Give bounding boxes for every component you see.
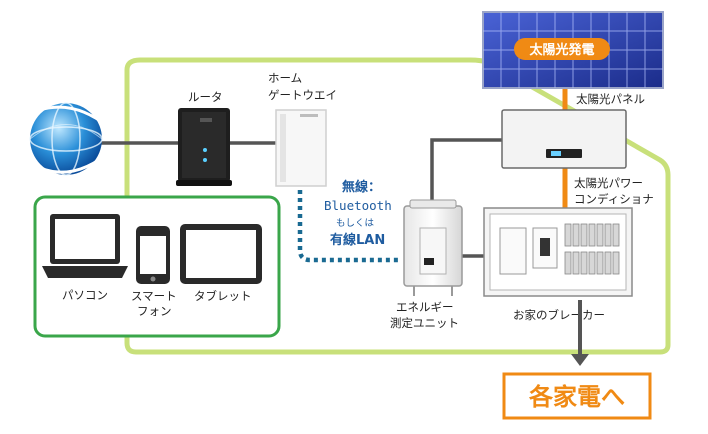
- solar-generation-badge: 太陽光発電: [514, 38, 610, 60]
- tablet-icon: [180, 224, 262, 284]
- pcs-label-line1: 太陽光パワー: [574, 176, 643, 190]
- home-gateway-icon: [275, 109, 327, 187]
- wireless-label-line2: Bluetooth: [324, 198, 392, 213]
- tablet-label: タブレット: [194, 289, 252, 303]
- wireless-label-line1: 無線：: [342, 179, 381, 195]
- solar-panel-label: 太陽光パネル: [576, 92, 645, 106]
- laptop-icon: [42, 214, 128, 278]
- energy-meter-icon: [403, 199, 463, 296]
- meter-pcs-cable: [430, 138, 502, 212]
- meter-label-line1: エネルギー: [396, 300, 454, 314]
- down-arrow-icon: [571, 300, 589, 366]
- smartphone-label-line2: フォン: [137, 304, 172, 318]
- house-outline: [124, 57, 671, 355]
- solar-badge-label: 太陽光発電: [528, 42, 594, 58]
- smartphone-icon: [136, 226, 170, 284]
- cables: [100, 138, 502, 258]
- router-label: ルータ: [188, 90, 223, 104]
- meter-label-line2: 測定ユニット: [390, 316, 459, 330]
- wireless-label-line3: もしくは: [336, 218, 375, 229]
- power-conditioner-icon: [501, 109, 627, 169]
- gateway-label-line2: ゲートウエイ: [268, 88, 337, 102]
- pc-label: パソコン: [62, 288, 108, 302]
- pcs-label-line2: コンディショナ: [574, 192, 654, 206]
- breaker-label: お家のブレーカー: [513, 308, 605, 322]
- wireless-label-line4: 有線LAN: [330, 232, 385, 248]
- gateway-label-line1: ホーム: [268, 71, 302, 85]
- breaker-panel-icon: [483, 207, 633, 297]
- appliances-box: 各家電へ: [502, 372, 652, 420]
- router-icon: [176, 108, 232, 186]
- smartphone-label-line1: スマート: [131, 289, 177, 303]
- appliances-label: 各家電へ: [528, 383, 625, 411]
- internet-globe-icon: [17, 102, 113, 176]
